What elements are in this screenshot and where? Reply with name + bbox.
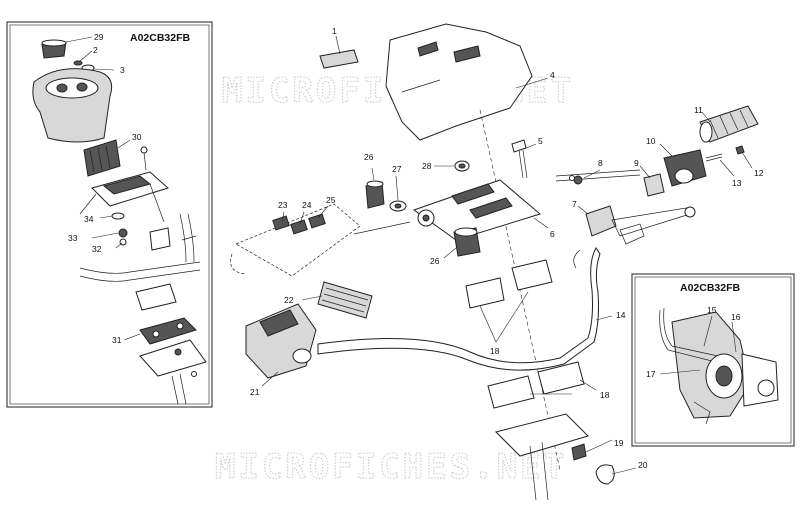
clamp-lower-left bbox=[135, 283, 177, 311]
pad-part-1 bbox=[319, 49, 359, 69]
master-cylinder-part-7 bbox=[585, 205, 696, 245]
riser-base-plate bbox=[495, 413, 589, 501]
switch-housing-part-21 bbox=[245, 303, 317, 379]
callout-19: 19 bbox=[614, 438, 624, 448]
callout-12: 12 bbox=[754, 168, 764, 178]
washer-part-2 bbox=[73, 60, 83, 66]
clamp-part-18-b bbox=[511, 259, 553, 291]
callout-11: 11 bbox=[694, 105, 703, 115]
clamp-part-18-c bbox=[487, 375, 535, 409]
switch-part-26-lower bbox=[453, 227, 481, 257]
callout-15: 15 bbox=[707, 305, 717, 315]
throttle-housing-part-10 bbox=[663, 149, 707, 187]
callout-27: 27 bbox=[392, 164, 402, 174]
callout-22: 22 bbox=[284, 295, 294, 305]
riser-part-31 bbox=[139, 317, 197, 345]
callout-29: 29 bbox=[94, 32, 104, 42]
clamp-part-18-a bbox=[465, 277, 505, 309]
callout-9: 9 bbox=[634, 158, 639, 168]
grip-part-11 bbox=[699, 105, 759, 143]
cover-part-4 bbox=[385, 23, 533, 141]
callout-13: 13 bbox=[732, 178, 742, 188]
callout-18-lower: 18 bbox=[600, 390, 610, 400]
callout-5: 5 bbox=[538, 136, 543, 146]
callout-28: 28 bbox=[422, 161, 432, 171]
callout-26-lower: 26 bbox=[430, 256, 440, 266]
bolt-part-5 bbox=[511, 139, 528, 179]
headlight-pod bbox=[32, 68, 113, 143]
callout-17: 17 bbox=[646, 369, 656, 379]
sleeve-part-9 bbox=[643, 173, 665, 197]
callout-10: 10 bbox=[646, 136, 656, 146]
callout-32: 32 bbox=[92, 244, 102, 254]
cable-part-8 bbox=[555, 169, 641, 185]
clip-part-20 bbox=[595, 464, 615, 485]
cap-part-29 bbox=[41, 39, 67, 59]
bracket-part-6 bbox=[412, 179, 542, 241]
callout-6: 6 bbox=[550, 229, 555, 239]
callout-31: 31 bbox=[112, 335, 122, 345]
callout-16: 16 bbox=[731, 312, 741, 322]
nut-part-33 bbox=[118, 228, 128, 238]
dashed-switch-panel bbox=[230, 203, 411, 277]
clamp-upper-left bbox=[149, 227, 171, 251]
mount-plate bbox=[79, 171, 169, 223]
inset-left-code: A02CB32FB bbox=[130, 32, 191, 44]
clamp-part-18-d bbox=[537, 361, 585, 395]
callout-33: 33 bbox=[68, 233, 78, 243]
callout-4: 4 bbox=[550, 70, 555, 80]
callout-20: 20 bbox=[638, 460, 648, 470]
callout-30: 30 bbox=[132, 132, 142, 142]
washer-part-34 bbox=[111, 212, 125, 220]
callout-3: 3 bbox=[120, 65, 125, 75]
callout-21: 21 bbox=[250, 387, 260, 397]
callout-18-upper: 18 bbox=[490, 346, 500, 356]
callout-23: 23 bbox=[278, 200, 288, 210]
callout-1: 1 bbox=[332, 26, 337, 36]
decal-part-22 bbox=[317, 281, 373, 319]
nut-part-19 bbox=[571, 443, 587, 461]
watermark-bottom: MICROFICHES.NET bbox=[215, 447, 567, 487]
base-plate-left bbox=[139, 339, 207, 377]
callout-25: 25 bbox=[326, 195, 336, 205]
callout-24: 24 bbox=[302, 200, 312, 210]
bracket-part-30 bbox=[83, 139, 121, 177]
inset-left: A02CB32FB bbox=[6, 21, 213, 408]
switch-part-26-upper bbox=[365, 180, 385, 209]
inset-right: A02CB32FB 15 16 17 bbox=[631, 273, 795, 447]
callout-14: 14 bbox=[616, 310, 626, 320]
callout-8: 8 bbox=[598, 158, 603, 168]
callout-26-upper: 26 bbox=[364, 152, 374, 162]
callout-34: 34 bbox=[84, 214, 94, 224]
callout-2: 2 bbox=[93, 45, 98, 55]
handlebar-part-14 bbox=[317, 247, 601, 371]
callout-7: 7 bbox=[572, 199, 577, 209]
inset-right-code: A02CB32FB bbox=[680, 282, 741, 294]
